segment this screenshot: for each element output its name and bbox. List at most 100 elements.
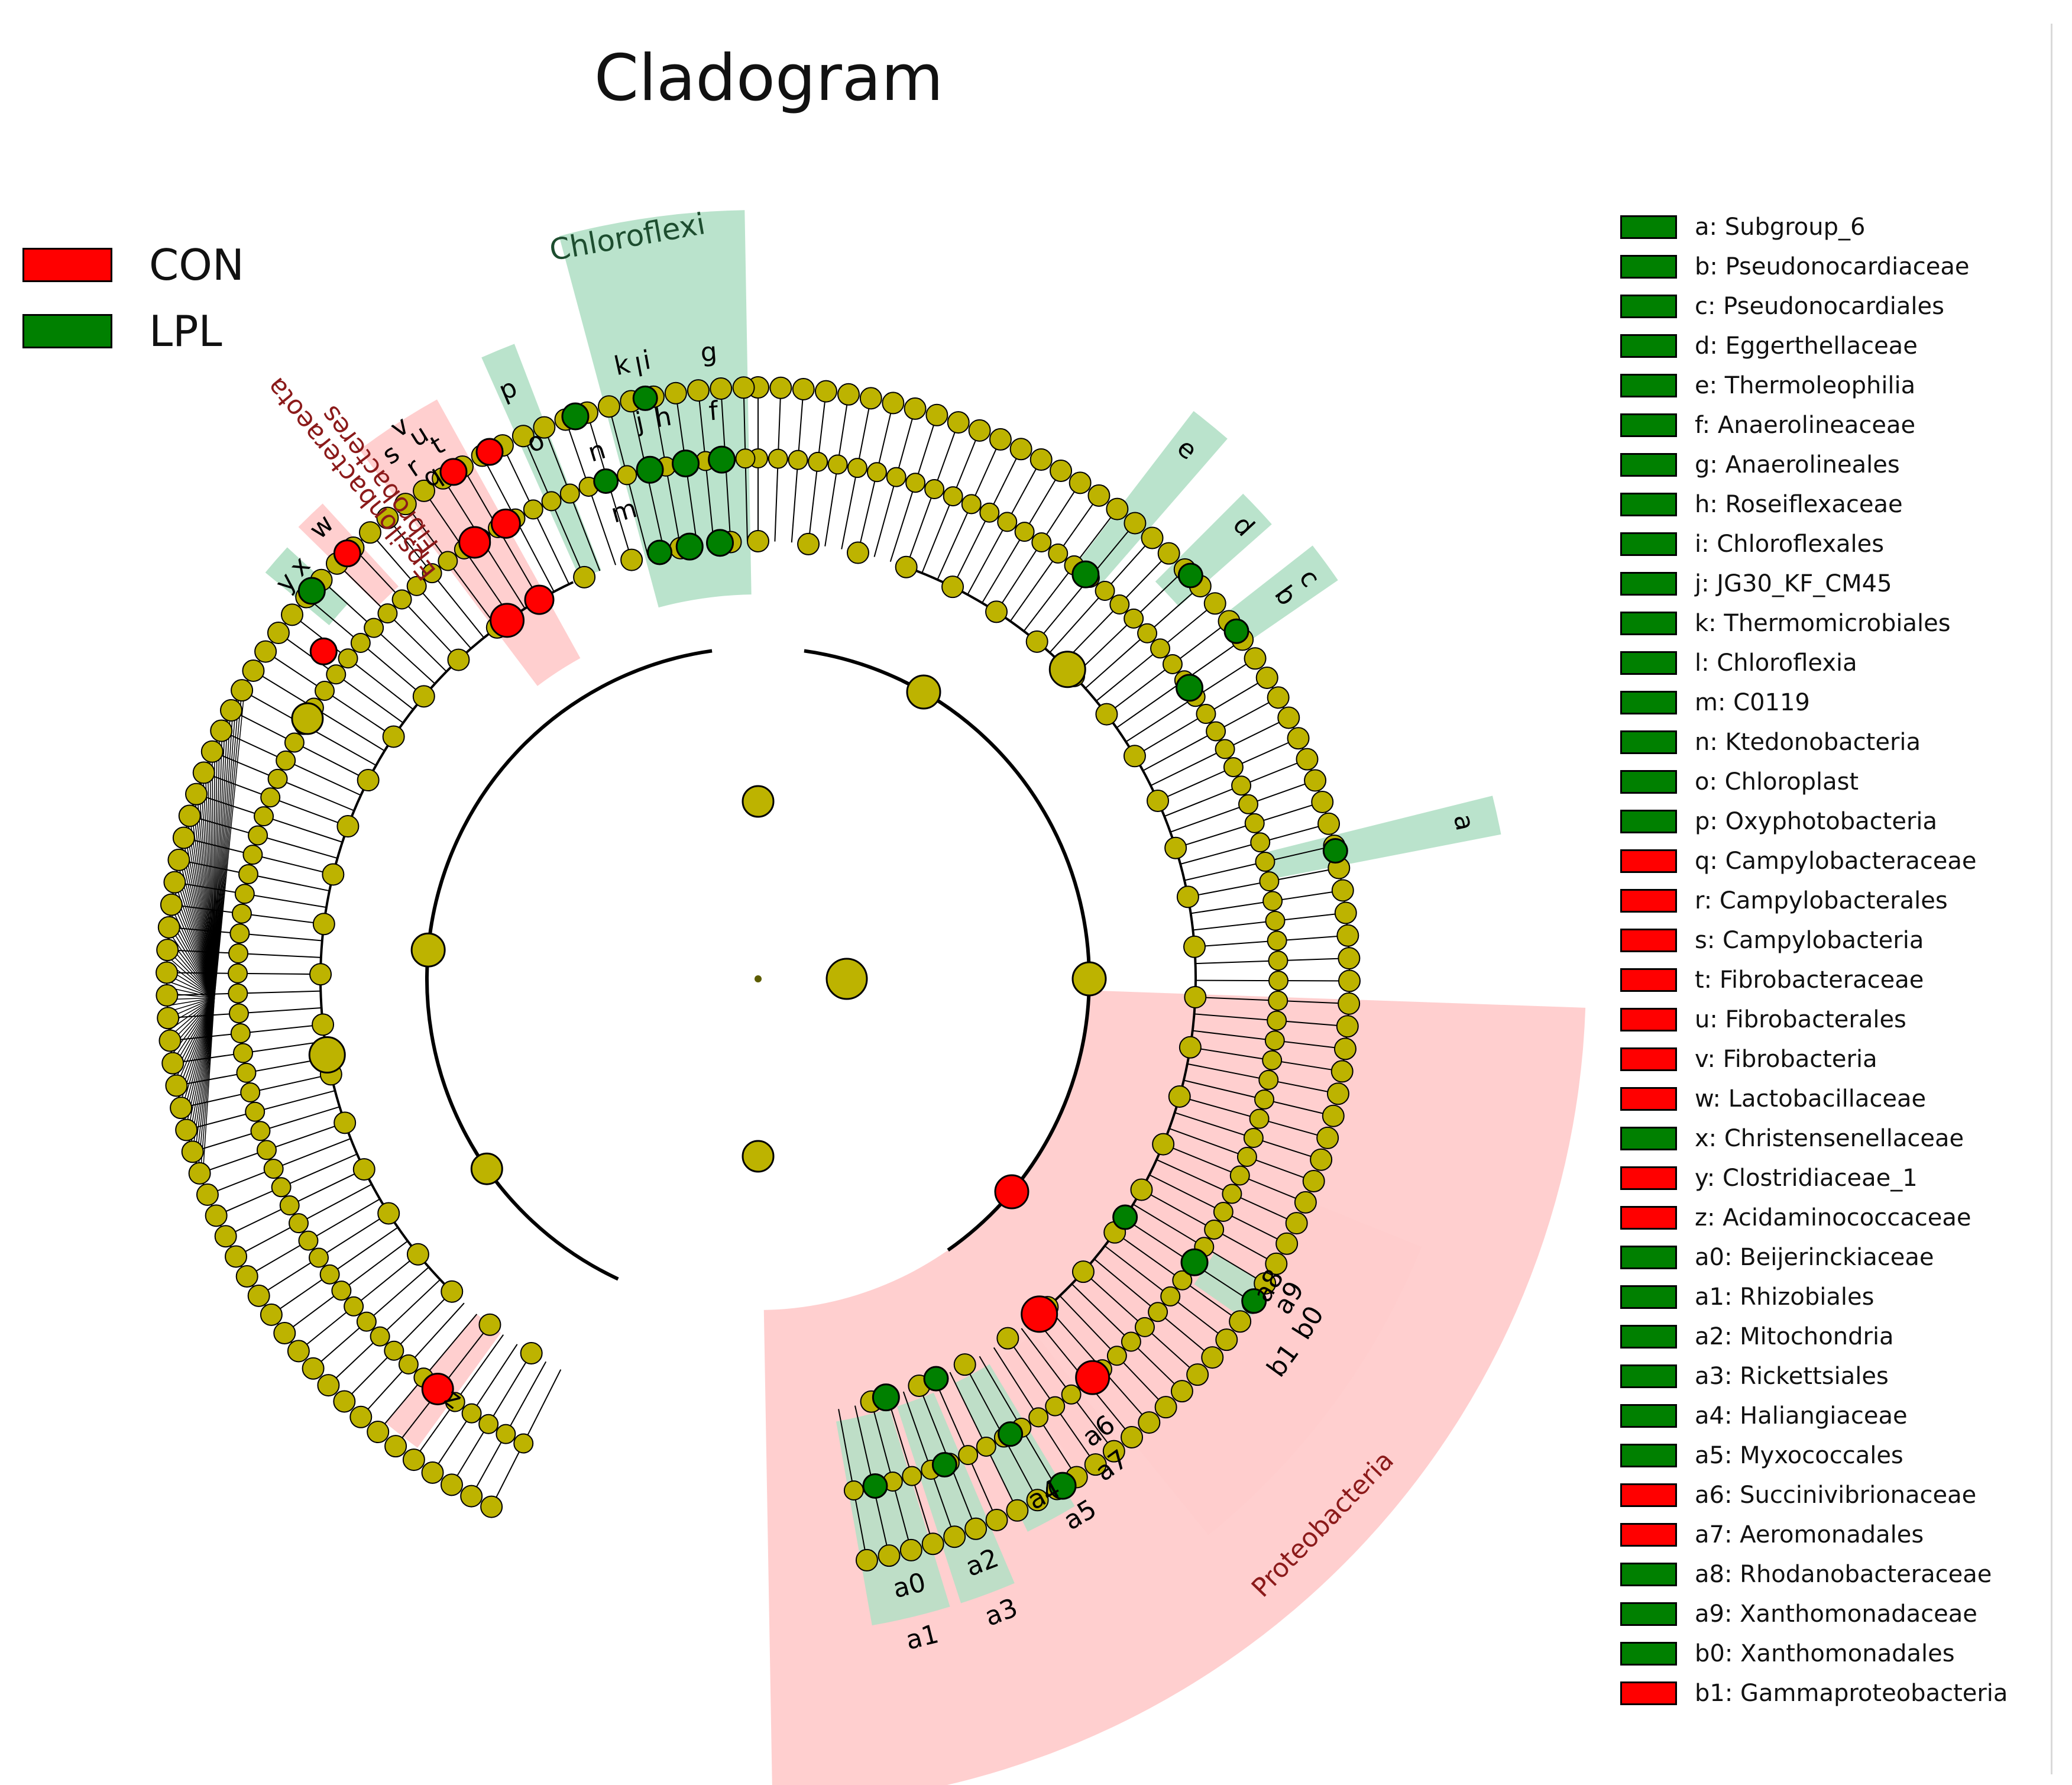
tree-node [1168, 1085, 1191, 1108]
taxon-legend-swatch [1620, 928, 1677, 952]
branch-line [167, 997, 215, 1007]
tree-node [1084, 1453, 1107, 1476]
taxon-legend-label: k: Thermomicrobiales [1695, 609, 1951, 637]
taxon-legend-swatch [1620, 769, 1677, 794]
node-d [1177, 562, 1203, 588]
branch-line [176, 997, 215, 1086]
tree-node [1255, 852, 1275, 872]
tree-node [1336, 924, 1359, 947]
tree-node [985, 1508, 1008, 1531]
taxon-legend-item-a4: a4: Haliangiaceae [1620, 1396, 2008, 1435]
tree-node [742, 1140, 775, 1173]
tree-node [1150, 638, 1171, 659]
tree-node [837, 383, 860, 406]
tree-node [1148, 1302, 1168, 1322]
tree-node [921, 1532, 944, 1556]
tree-node [181, 1140, 204, 1163]
tree-node [228, 1003, 249, 1024]
taxon-legend-label: s: Campylobacteria [1695, 926, 1924, 954]
taxon-legend-swatch [1620, 1324, 1677, 1349]
tree-node [356, 1311, 377, 1332]
tree-node [156, 984, 179, 1007]
highlight-sector-a [1262, 796, 1501, 880]
tree-node [267, 768, 288, 789]
tree-node [384, 1435, 407, 1458]
taxon-legend-item-a0: a0: Beijerinckiaceae [1620, 1237, 2008, 1277]
tree-node [520, 1341, 543, 1364]
tree-node [1134, 1317, 1155, 1337]
tree-node [1317, 812, 1341, 835]
tree-node [167, 848, 190, 871]
taxon-legend-swatch [1620, 968, 1677, 992]
tree-node [214, 1225, 237, 1248]
legend-item-lpl: LPL [22, 298, 244, 364]
taxon-legend-label: a7: Aeromonadales [1695, 1521, 1924, 1548]
tree-node [511, 425, 535, 448]
highlight-sector-a0 [836, 1408, 950, 1626]
tree-node [309, 963, 332, 986]
tree-node [478, 1313, 501, 1336]
branch-line [166, 980, 215, 998]
branch-line [168, 931, 215, 998]
tree-node [406, 1243, 429, 1266]
tree-node [1160, 1286, 1181, 1307]
tree-node [1243, 1128, 1264, 1149]
tree-node [953, 1353, 976, 1376]
tree-node [1277, 706, 1300, 729]
taxon-legend-label: n: Ktedonobacteria [1695, 728, 1921, 756]
tree-node [1254, 1089, 1275, 1110]
taxon-legend-item-i: i: Chloroflexales [1620, 524, 2008, 564]
taxon-legend-swatch [1620, 1047, 1677, 1071]
tree-node [441, 1280, 464, 1303]
taxon-legend-label: a2: Mitochondria [1695, 1322, 1894, 1350]
tree-node [1304, 769, 1327, 792]
taxon-legend-item-b: b: Pseudonocardiaceae [1620, 247, 2008, 286]
taxon-legend-swatch [1620, 532, 1677, 556]
taxon-legend-label: a8: Rhodanobacteraceae [1695, 1560, 1992, 1588]
tree-node [1045, 1396, 1066, 1417]
tree-node [192, 761, 215, 784]
node-b1 [994, 1174, 1029, 1210]
tree-node [1229, 1310, 1252, 1333]
taxon-legend-swatch [1620, 294, 1677, 318]
node-a4 [998, 1421, 1024, 1447]
tree-node [438, 551, 458, 571]
tree-node [1087, 484, 1111, 507]
node-k [636, 455, 664, 484]
taxon-legend-label: p: Oxyphotobacteria [1695, 807, 1938, 835]
tree-node [976, 1436, 996, 1457]
taxon-legend-label: a6: Succinivibrionaceae [1695, 1481, 1977, 1509]
tree-node [1123, 745, 1146, 768]
tree-node [768, 448, 788, 469]
taxon-legend-label: a4: Haliangiaceae [1695, 1402, 1908, 1430]
tree-node [1287, 727, 1310, 750]
tree-node [260, 1303, 283, 1326]
tree-node [1296, 748, 1319, 771]
tree-node [1267, 1010, 1287, 1031]
tree-node [1184, 985, 1207, 1008]
tree-node [163, 871, 186, 894]
tree-node [1201, 1346, 1224, 1369]
tree-node [284, 732, 305, 753]
tree-node [1071, 961, 1107, 997]
legend-swatch-lpl [22, 314, 112, 348]
backbone-arc [319, 581, 574, 1289]
taxon-legend-label: e: Thermoleophilia [1695, 371, 1916, 399]
tree-node [904, 397, 927, 420]
tree-node [1138, 1411, 1161, 1434]
tree-node [1236, 1146, 1257, 1167]
tree-node [1255, 666, 1278, 689]
taxon-legend-item-x: x: Christensenellaceae [1620, 1118, 2008, 1158]
taxon-legend-swatch [1620, 1404, 1677, 1428]
taxon-legend-label: b1: Gammaproteobacteria [1695, 1679, 2008, 1707]
tree-node [367, 1421, 390, 1444]
taxon-legend-label: q: Campylobacteraceae [1695, 847, 1977, 875]
tree-node [219, 699, 242, 722]
tree-node [882, 392, 905, 415]
taxon-legend-swatch [1620, 452, 1677, 477]
node-t [524, 584, 555, 615]
taxon-legend-swatch [1620, 413, 1677, 437]
tree-node [1249, 1108, 1270, 1129]
tree-node [370, 1326, 390, 1347]
